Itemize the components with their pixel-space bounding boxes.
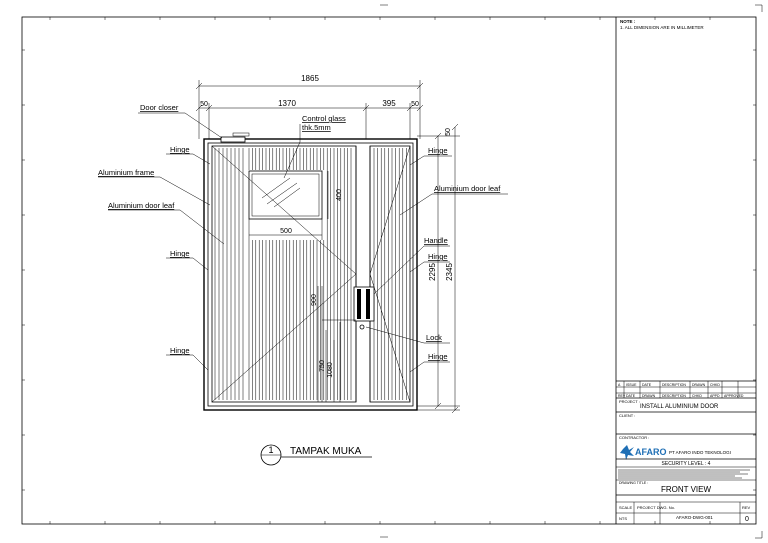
dim-lock-b: 750 [319,360,326,372]
company-logo-text: AFARO [635,447,667,457]
label-hinge-ml: Hinge [170,249,190,258]
rev-row-cell: A [618,383,621,387]
label-hinge-br: Hinge [428,352,448,361]
dim-lock-c: 1080 [327,362,334,378]
dim-right-margin: 50 [411,101,419,108]
rev-row-cell: CHKD [710,383,720,387]
rev-row-cell: DESCRIPTION [662,383,686,387]
dim-glass-height: 400 [336,189,343,201]
label-control-glass: Control glass [302,114,346,123]
rev-header-cell: DATE [626,394,636,398]
scale-value: NTS [619,516,627,521]
view-marker: 1 TAMPAK MUKA [260,444,372,466]
note-heading: NOTE : [620,19,636,24]
project-name: INSTALL ALUMINIUM DOOR [640,404,719,410]
label-aluminium-frame: Aluminium frame [98,168,154,177]
client-label: CLIENT : [619,413,635,418]
contractor-label: CONTRACTOR : [619,435,649,440]
view-marker-number: 1 [268,445,273,455]
drawing-title: FRONT VIEW [661,485,712,494]
rev-row-cell: ISSUE [626,383,637,387]
security-level: SECURITY LEVEL : 4 [662,461,711,467]
label-hinge-tr: Hinge [428,146,448,155]
lower-panel-lines [321,286,356,402]
dim-left-margin: 50 [200,101,208,108]
dwg-no: AFARO-DWG-001 [676,515,713,520]
label-hinge-tl: Hinge [170,145,190,154]
view-title: TAMPAK MUKA [290,446,362,457]
title-block: NOTE : 1. ALL DIMENSION ARE IN MILLIMETE… [616,19,756,524]
afaro-logo: AFARO [620,445,667,460]
handle-bar-right [366,289,370,319]
company-name: PT AFARO INDO TEKNOLOGI [669,450,731,455]
note-text: 1. ALL DIMENSION ARE IN MILLIMETER [620,25,704,30]
rev-header-cell: DRAWN [642,394,656,398]
dim-leaf-width: 1370 [278,99,296,108]
label-aluminium-leaf-right: Aluminium door leaf [434,184,501,193]
swing-line-right [369,145,411,403]
trim-marks [380,4,763,539]
rev-header-cell: CHKD [692,394,702,398]
dim-top-margin: 50 [445,128,452,136]
door-elevation [203,132,418,411]
drawing-title-label: DRAWING TITLE : [619,481,648,485]
dim-overall-height: 2345 [445,263,454,281]
rev-header-cell: REV [618,394,626,398]
dim-lock-a: 900 [311,294,318,306]
label-control-glass-thk: thk.5mm [302,123,331,132]
swing-line-left [211,145,357,403]
rev-row-cell: DRAWN [692,383,706,387]
door-closer-arm [232,132,250,137]
aluminium-frame [207,142,414,407]
border-ticks [22,17,756,524]
dwg-no-label: PROJECT DWG. No. [637,505,675,510]
project-label: PROJECT : [619,399,640,404]
leaf-hatching [214,148,407,400]
lock-cylinder [359,324,365,330]
leader-lines [98,112,508,373]
dim-overall-width: 1865 [301,74,319,83]
control-glass-panel [248,170,323,220]
rev-header-cell: DESCRIPTION [662,394,686,398]
label-lock: Lock [426,333,442,342]
rev-label: REV [742,505,751,510]
label-hinge-mr: Hinge [428,252,448,261]
dimension-lines [195,80,460,414]
label-aluminium-leaf-left: Aluminium door leaf [108,201,175,210]
dim-glass-width: 500 [280,228,292,235]
sheet-border [21,16,757,525]
dim-side-leaf-width: 395 [382,99,396,108]
dim-door-height: 2295 [428,263,437,281]
door-outer-frame [203,138,418,411]
right-door-leaf [369,145,411,403]
rev-row-cell: DATE [642,383,652,387]
rev-header-cell: APPROVED [724,394,744,398]
door-closer-device [220,136,246,143]
rev-value: 0 [745,516,749,523]
handle-bar-left [357,289,361,319]
scale-label: SCALE [619,505,632,510]
glass-inner [251,173,320,217]
rev-header-cell: APPD [710,394,720,398]
label-door-closer: Door closer [140,103,179,112]
label-hinge-bl: Hinge [170,346,190,355]
label-handle: Handle [424,236,448,245]
